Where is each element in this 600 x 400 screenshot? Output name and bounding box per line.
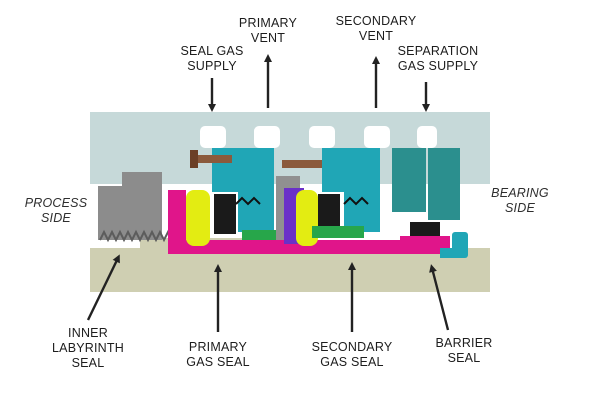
separation-housing-right [428,148,460,220]
label-bearing-side: BEARING SIDE [491,186,549,215]
secondary-carrier [322,148,380,192]
label-seal-gas-supply: SEAL GAS SUPPLY [180,44,244,73]
secondary-mating-ring [318,194,340,234]
port-seal-gas [200,126,226,148]
barrier-ring [410,222,440,236]
primary-bolt [196,155,232,163]
label-inner-labyrinth-seal: INNER LABYRINTH SEAL [52,326,124,370]
label-secondary-vent: SECONDARY VENT [335,14,417,43]
barrier-seal-clip [440,248,456,258]
separation-housing [392,148,426,212]
primary-holder [242,230,276,240]
labyrinth-body [98,172,162,240]
port-separation [417,126,437,148]
primary-seat-ring [186,190,210,246]
secondary-spring [343,196,369,206]
label-secondary-gas-seal: SECONDARY GAS SEAL [311,340,393,369]
rotating-sleeve [168,240,418,254]
inter-seal-bar [282,160,328,168]
arrow-barrier-seal [429,264,450,331]
port-primary-vent [254,126,280,148]
label-process-side: PROCESS SIDE [24,196,88,225]
arrow-inner-labyrinth-seal [86,254,120,321]
primary-carrier-lower [238,186,274,232]
label-primary-gas-seal: PRIMARY GAS SEAL [186,340,250,369]
primary-bolt-head [190,150,198,168]
shaft [90,248,490,292]
label-barrier-seal: BARRIER SEAL [435,336,493,365]
secondary-holder [312,226,364,238]
port-secondary-gas [309,126,335,148]
label-separation-gas-supply: SEPARATION GAS SUPPLY [397,44,479,73]
secondary-carrier-lower [344,186,380,232]
rotating-sleeve-upright [168,190,186,252]
primary-spring [235,196,261,206]
primary-carrier [212,148,274,192]
primary-mating-ring [214,194,236,234]
label-primary-vent: PRIMARY VENT [238,16,298,45]
rotating-sleeve-end [400,236,450,254]
port-secondary-vent [364,126,390,148]
